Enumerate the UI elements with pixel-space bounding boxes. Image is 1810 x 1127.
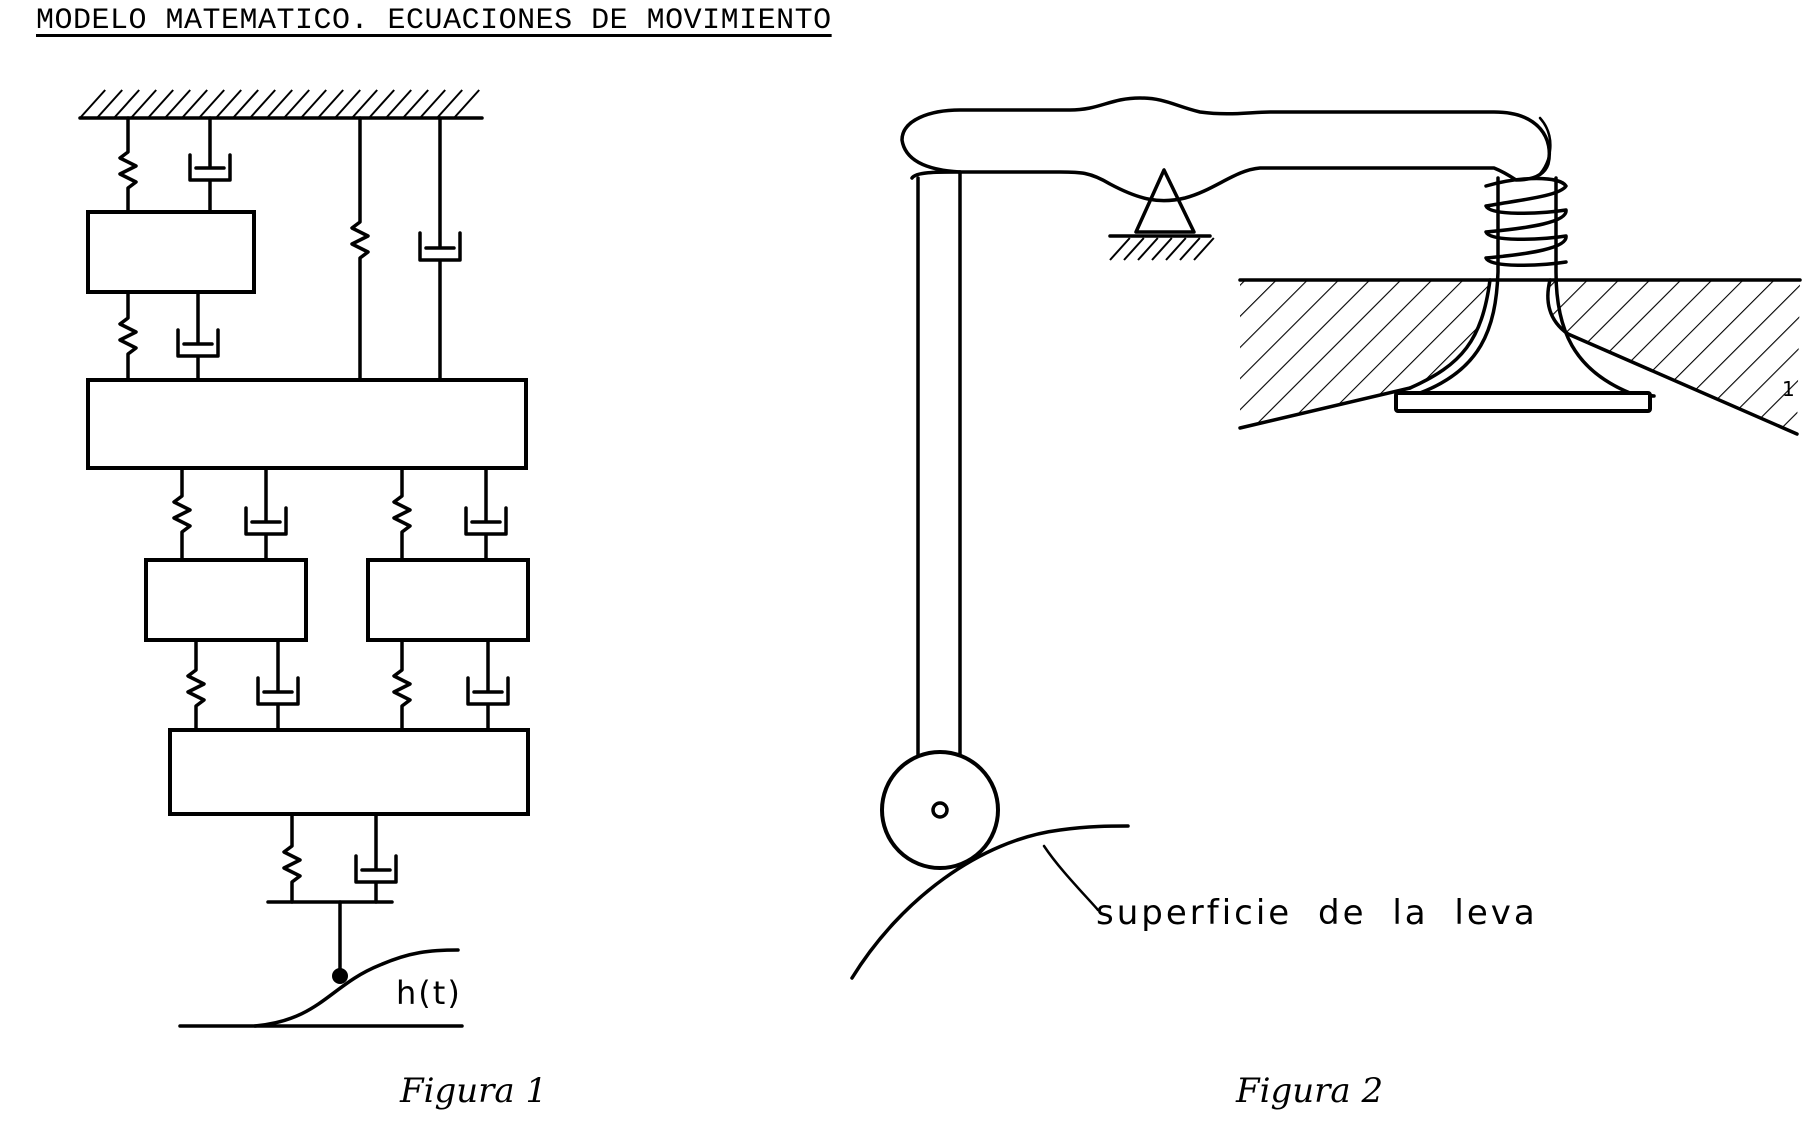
hatch-line [351,89,378,119]
hatch-line [1123,237,1145,261]
spring-ceiling-mass2 [350,116,370,382]
hatch-line [368,89,395,119]
mass-3 [144,558,308,642]
damper-ceiling-mass1 [188,116,232,214]
damper-mass4-mass5 [466,638,510,732]
hatch-line [198,89,225,119]
cylinder-head-hatched [1238,278,1802,436]
valve-spring [1484,176,1568,267]
mass-1 [86,210,256,294]
spring-mass2-mass4 [392,466,412,562]
contact-point [332,968,348,984]
hatch-line [164,89,191,119]
figure1-caption: Figura 1 [399,1071,547,1111]
hatch-line [232,89,259,119]
page-title: MODELO MATEMATICO. ECUACIONES DE MOVIMIE… [36,4,832,38]
hatch-line [1165,237,1187,261]
hatch-line [1193,237,1215,261]
mass-5 [168,728,530,816]
spring-ceiling-mass1 [118,116,138,214]
hatch-line [96,89,123,119]
fixed-ceiling [78,89,484,120]
spring-mass1-mass2 [118,290,138,382]
cam-surface-label: superficie de la leva [1096,893,1538,933]
hatch-line [113,89,140,119]
damper-mass5-base [354,812,398,904]
hatch-line [385,89,412,119]
figure1-mass-spring-model: h(t) Figura 1 [78,89,547,1111]
mass-4 [366,558,530,642]
hatch-line [453,89,480,119]
hatch-line [283,89,310,119]
hatch-line [249,89,276,119]
hatch-line [1137,237,1159,261]
spring-mass5-base [282,812,302,904]
hatch-line [181,89,208,119]
damper-mass1-mass2 [176,290,220,382]
hatch-line [317,89,344,119]
hatch-line [266,89,293,119]
hatch-line [334,89,361,119]
excitation-label: h(t) [396,974,462,1012]
spring-mass4-mass5 [392,638,412,732]
push-rod [910,170,962,762]
hatch-line [147,89,174,119]
hatch-line [130,89,157,119]
hatch-line [1179,237,1201,261]
hatch-line [1109,237,1131,261]
valve [1394,176,1656,413]
rocker-arm [900,96,1552,203]
hatch-line [1151,237,1173,261]
figure2-valve-mechanism: 1 [850,96,1802,1111]
cam-surface [850,824,1130,980]
cam-label-leader [1042,844,1100,912]
side-mark: 1 [1782,377,1795,401]
hatch-line [419,89,446,119]
damper-mass3-mass5 [256,638,300,732]
figure2-caption: Figura 2 [1235,1071,1383,1111]
damper-mass2-mass4 [464,466,508,562]
damper-ceiling-mass2 [418,116,462,382]
roller-follower [880,750,1000,870]
spring-mass2-mass3 [172,466,192,562]
mass-2 [86,378,528,470]
hatch-line [436,89,463,119]
damper-mass2-mass3 [244,466,288,562]
hatch-line [300,89,327,119]
fulcrum-pivot [1108,168,1215,261]
spring-mass3-mass5 [186,638,206,732]
excitation-profile-curve [253,948,460,1028]
hatch-line [79,89,106,119]
hatch-line [215,89,242,119]
hatch-line [402,89,429,119]
